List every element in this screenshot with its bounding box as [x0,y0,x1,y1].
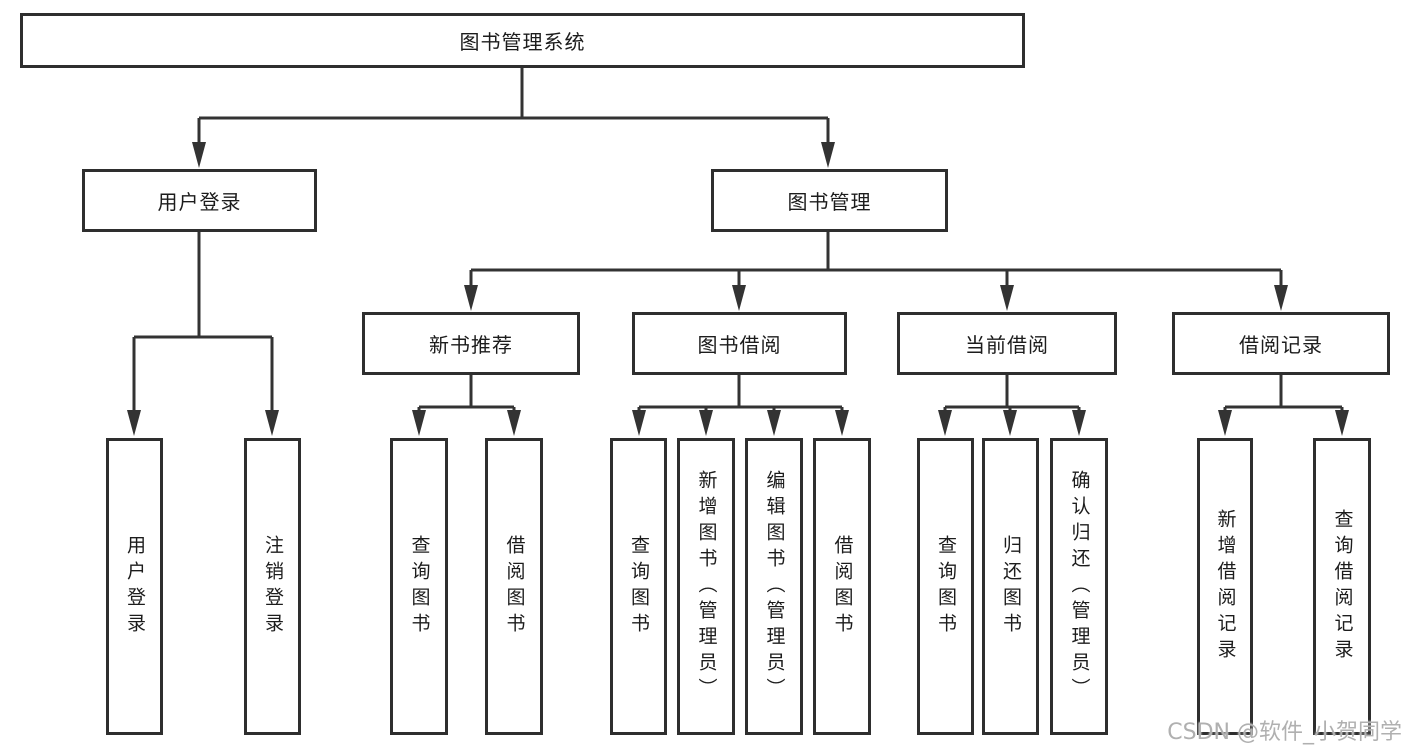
node-user-login: 用户登录 [82,169,317,232]
leaf-query-books-recommend: 查询图书 [390,438,448,735]
node-book-management-system: 图书管理系统 [20,13,1025,68]
node-book-management: 图书管理 [711,169,948,232]
leaf-add-borrow-record: 新增借阅记录 [1197,438,1253,735]
leaf-add-books-admin: 新增图书（管理员） [677,438,735,735]
leaf-query-books-current: 查询图书 [917,438,974,735]
node-borrowing-records: 借阅记录 [1172,312,1390,375]
leaf-query-books-borrowing: 查询图书 [610,438,667,735]
leaf-borrow-books-recommend: 借阅图书 [485,438,543,735]
leaf-query-borrow-record: 查询借阅记录 [1313,438,1371,735]
leaf-borrow-books-borrowing: 借阅图书 [813,438,871,735]
csdn-watermark: CSDN @软件_小贺同学 [1167,720,1402,745]
leaf-edit-books-admin: 编辑图书（管理员） [745,438,803,735]
node-new-book-recommendation: 新书推荐 [362,312,580,375]
leaf-logout: 注销登录 [244,438,301,735]
leaf-user-login: 用户登录 [106,438,163,735]
leaf-return-books: 归还图书 [982,438,1039,735]
leaf-confirm-return-admin: 确认归还（管理员） [1050,438,1108,735]
node-current-borrowing: 当前借阅 [897,312,1117,375]
node-book-borrowing: 图书借阅 [632,312,847,375]
